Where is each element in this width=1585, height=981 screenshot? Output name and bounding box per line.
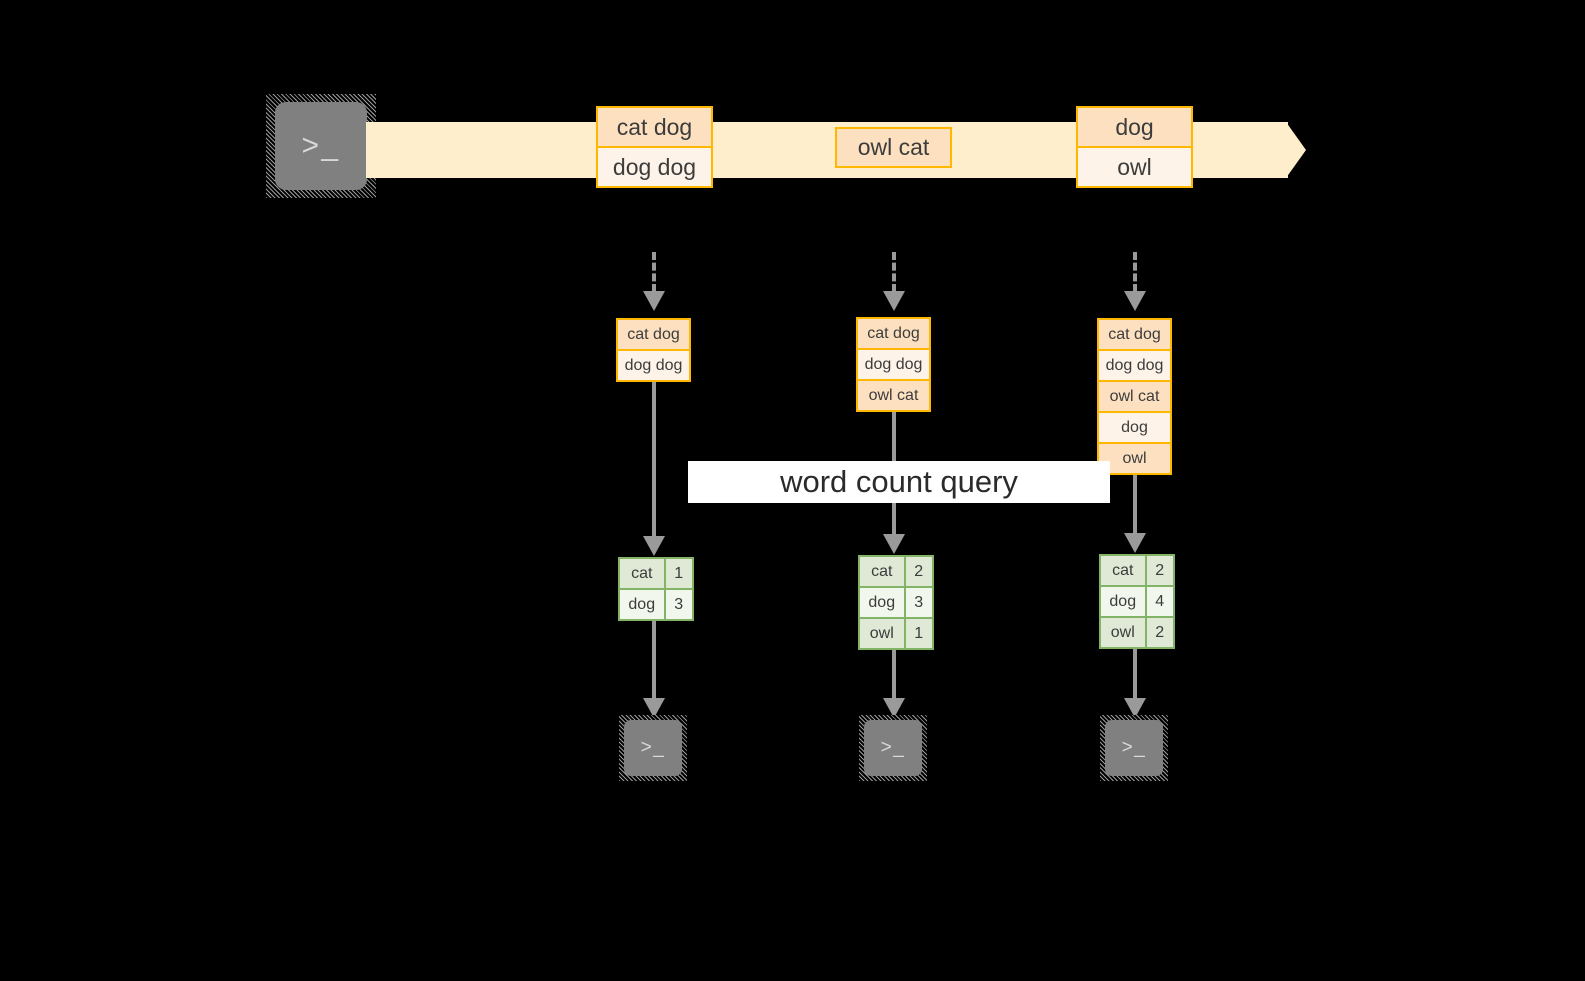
stream-event-line: owl (1078, 146, 1191, 186)
connector-arrowhead (883, 534, 905, 554)
result-count-cell: 3 (663, 590, 692, 619)
result-to-sink-connector (652, 621, 656, 699)
result-word-cell: dog (1101, 587, 1145, 616)
result-word-cell: cat (620, 559, 664, 588)
table-row: cat 1 (620, 559, 692, 588)
result-to-sink-connector (892, 650, 896, 699)
result-count-cell: 1 (903, 619, 932, 648)
result-count-cell: 4 (1144, 587, 1173, 616)
source-terminal-icon: >_ (266, 94, 376, 198)
snapshot-line: owl (1099, 442, 1170, 473)
event-stream-arrowhead (1286, 122, 1306, 178)
snapshot-line: owl cat (1099, 380, 1170, 411)
connector-arrowhead (1124, 291, 1146, 311)
sink-terminal-icon: >_ (859, 715, 927, 781)
table-row: dog 3 (860, 586, 932, 617)
table-row: cat 2 (860, 557, 932, 586)
connector-arrowhead (1124, 533, 1146, 553)
terminal-prompt-label: >_ (1121, 737, 1147, 758)
snapshot-box: cat dog dog dog owl cat (856, 317, 931, 412)
terminal-prompt-label: >_ (301, 129, 341, 162)
result-count-cell: 3 (903, 588, 932, 617)
query-label-text: word count query (780, 464, 1018, 499)
result-count-cell: 2 (903, 557, 932, 586)
stream-to-snapshot-connector (652, 252, 656, 292)
stream-event-line: dog (1078, 108, 1191, 146)
snapshot-line: dog dog (858, 348, 929, 379)
connector-arrowhead (883, 291, 905, 311)
connector-arrowhead (643, 291, 665, 311)
sink-terminal-icon: >_ (1100, 715, 1168, 781)
stream-event-box: dog owl (1076, 106, 1193, 188)
snapshot-line: dog dog (618, 349, 689, 380)
stream-event-line: cat dog (598, 108, 711, 146)
terminal-screen (274, 102, 368, 190)
stream-event-box: cat dog dog dog (596, 106, 713, 188)
stream-to-snapshot-connector (1133, 252, 1137, 292)
result-table: cat 1 dog 3 (618, 557, 694, 621)
result-table: cat 2 dog 4 owl 2 (1099, 554, 1175, 649)
result-word-cell: dog (860, 588, 904, 617)
table-row: owl 1 (860, 617, 932, 648)
snapshot-to-result-connector (1133, 475, 1137, 534)
terminal-screen (624, 720, 682, 776)
stream-event-line: owl cat (837, 129, 950, 166)
table-row: dog 3 (620, 588, 692, 619)
snapshot-line: owl cat (858, 379, 929, 410)
snapshot-to-result-connector (652, 382, 656, 537)
query-label: word count query (688, 461, 1110, 503)
table-row: owl 2 (1101, 616, 1173, 647)
result-to-sink-connector (1133, 649, 1137, 699)
result-word-cell: owl (1101, 618, 1145, 647)
stream-to-snapshot-connector (892, 252, 896, 292)
connector-arrowhead (1124, 698, 1146, 718)
snapshot-line: dog (1099, 411, 1170, 442)
sink-terminal-icon: >_ (619, 715, 687, 781)
result-word-cell: cat (1101, 556, 1145, 585)
stream-event-line: dog dog (598, 146, 711, 186)
snapshot-box: cat dog dog dog owl cat dog owl (1097, 318, 1172, 475)
result-table: cat 2 dog 3 owl 1 (858, 555, 934, 650)
result-count-cell: 1 (663, 559, 692, 588)
snapshot-line: cat dog (858, 319, 929, 348)
snapshot-line: cat dog (1099, 320, 1170, 349)
result-count-cell: 2 (1144, 618, 1173, 647)
snapshot-line: dog dog (1099, 349, 1170, 380)
snapshot-line: cat dog (618, 320, 689, 349)
table-row: cat 2 (1101, 556, 1173, 585)
result-count-cell: 2 (1144, 556, 1173, 585)
connector-arrowhead (643, 698, 665, 718)
terminal-prompt-label: >_ (880, 737, 906, 758)
terminal-prompt-label: >_ (640, 737, 666, 758)
result-word-cell: cat (860, 557, 904, 586)
stream-event-box: owl cat (835, 127, 952, 168)
table-row: dog 4 (1101, 585, 1173, 616)
connector-arrowhead (643, 536, 665, 556)
connector-arrowhead (883, 698, 905, 718)
result-word-cell: owl (860, 619, 904, 648)
snapshot-box: cat dog dog dog (616, 318, 691, 382)
terminal-screen (864, 720, 922, 776)
result-word-cell: dog (620, 590, 664, 619)
terminal-screen (1105, 720, 1163, 776)
